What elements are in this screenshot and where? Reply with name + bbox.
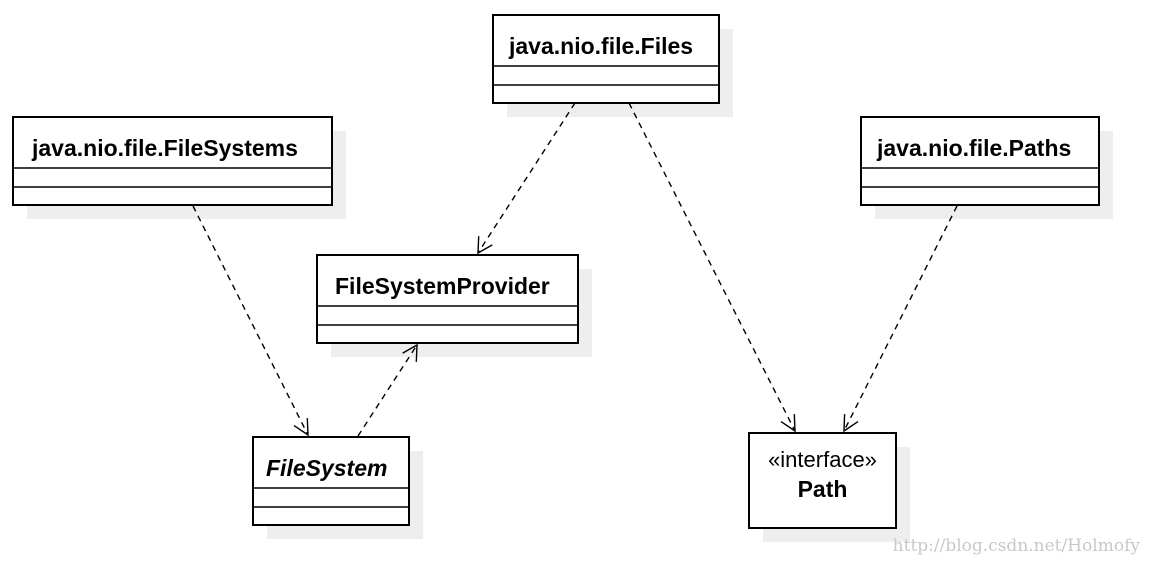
class-filesystems[interactable]: java.nio.file.FileSystems <box>12 116 333 206</box>
class-paths[interactable]: java.nio.file.Paths <box>860 116 1100 206</box>
dependency-filesystem-to-filesystemprovider <box>357 343 418 437</box>
dependency-files-to-path <box>628 102 796 433</box>
open-arrowhead-icon <box>843 414 859 433</box>
class-files[interactable]: java.nio.file.Files <box>492 14 720 104</box>
class-name: java.nio.file.FileSystems <box>31 135 298 161</box>
class-name: java.nio.file.Files <box>508 33 693 59</box>
class-name: java.nio.file.Paths <box>876 135 1071 161</box>
dependency-filesystems-to-filesystem <box>192 205 309 437</box>
class-filesystem[interactable]: FileSystem <box>252 436 410 526</box>
open-arrowhead-icon <box>477 236 493 255</box>
class-name: FileSystem <box>266 455 387 481</box>
class-name: Path <box>798 476 848 502</box>
open-arrowhead-icon <box>293 418 309 437</box>
watermark-text: http://blog.csdn.net/Holmofy <box>893 536 1141 556</box>
open-arrowhead-icon <box>780 414 796 433</box>
class-name: FileSystemProvider <box>335 273 550 299</box>
dependency-paths-to-path <box>843 205 958 433</box>
open-arrowhead-icon <box>402 343 418 362</box>
class-filesystemprovider[interactable]: FileSystemProvider <box>316 254 579 344</box>
dependency-files-to-filesystemprovider <box>477 102 576 255</box>
stereotype-label: «interface» <box>768 447 877 472</box>
interface-path[interactable]: «interface» Path <box>748 432 897 529</box>
